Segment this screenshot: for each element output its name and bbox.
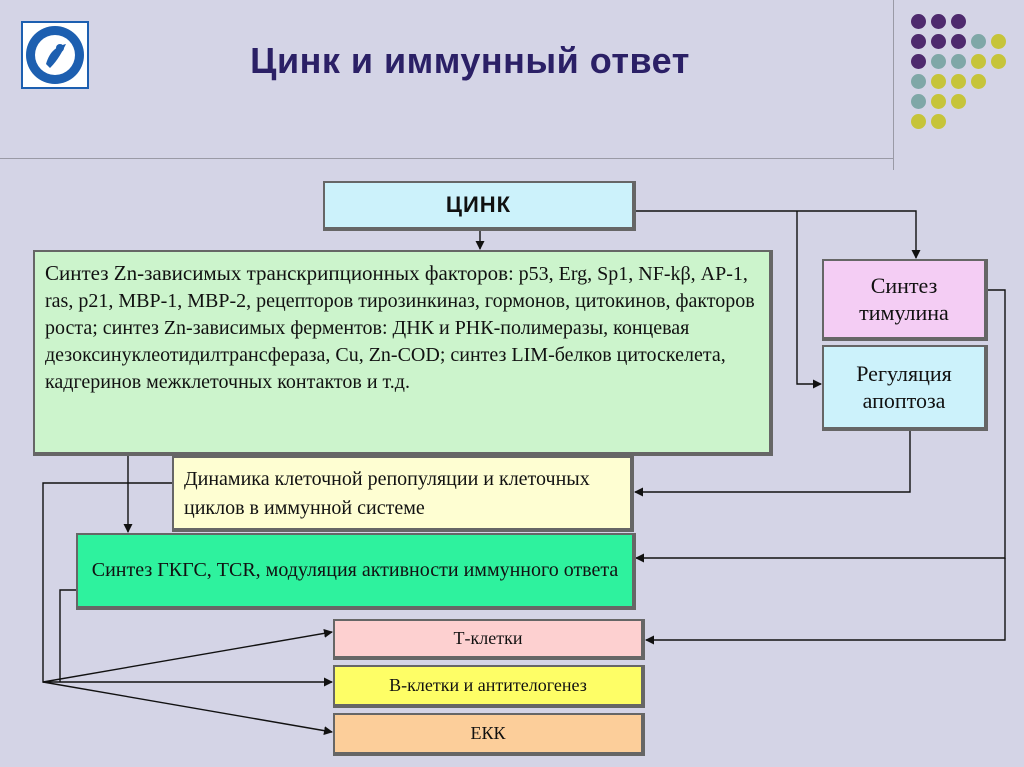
page-title: Цинк и иммунный ответ [250,40,690,81]
decorative-dot [971,74,986,89]
synthesis-detail-text: : p53, Erg, Sp1, NF-kβ, AP-1, ras, p21, … [45,263,755,393]
ekk-box: ЕКК [333,713,645,756]
decorative-dot [911,94,926,109]
thymulin-box: Синтез тимулина [822,259,988,341]
header-vertical-divider [893,0,894,170]
b-cells-box: В-клетки и антителогенез [333,665,645,708]
decorative-dot [971,54,986,69]
decorative-dot [991,54,1006,69]
decorative-dot [911,114,926,129]
decorative-dot [971,34,986,49]
decorative-dot [931,74,946,89]
decorative-dot [951,14,966,29]
t-cells-box: Т-клетки [333,619,645,660]
decorative-dot [911,34,926,49]
decorative-dot [951,74,966,89]
institution-logo-icon [20,20,90,90]
apoptosis-box: Регуляция апоптоза [822,345,988,431]
gkgs-tcr-box: Синтез ГКГС, TCR, модуляция активности и… [76,533,636,610]
synthesis-box: Синтез Zn-зависимых транскрипционных фак… [33,250,773,456]
header-horizontal-divider [0,158,893,159]
decorative-dot [911,54,926,69]
decorative-dot [931,94,946,109]
decorative-dot [951,34,966,49]
decorative-dot [911,14,926,29]
dynamics-box: Динамика клеточной репопуляции и клеточн… [172,456,634,532]
decorative-dot [951,94,966,109]
decorative-dot [991,34,1006,49]
zinc-box: ЦИНК [323,181,636,231]
decorative-dot [911,74,926,89]
decorative-dot [931,14,946,29]
synthesis-lead-text: Синтез Zn-зависимых транскрипционных фак… [45,261,509,285]
decorative-dot [931,34,946,49]
decorative-dot [931,54,946,69]
decorative-dot [931,114,946,129]
decorative-dot [951,54,966,69]
